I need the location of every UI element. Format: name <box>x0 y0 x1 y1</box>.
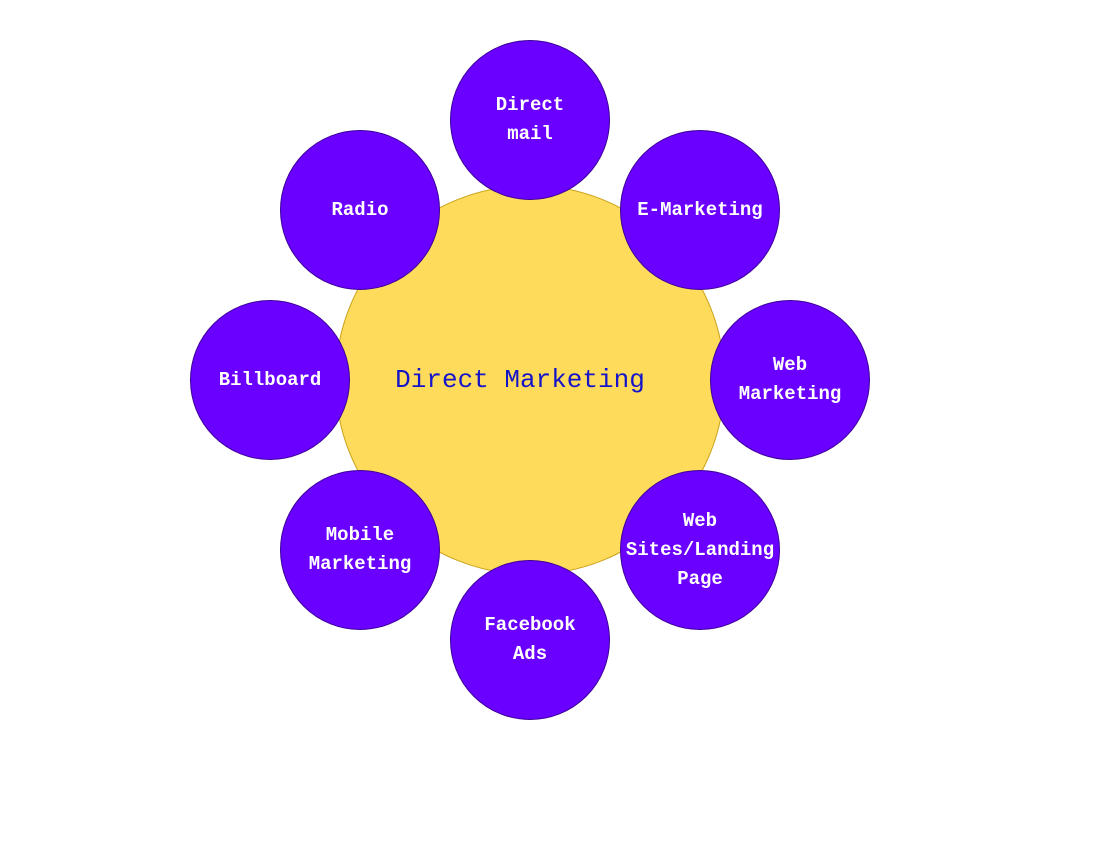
node-label-facebook-ads: Facebook Ads <box>484 614 576 665</box>
node-label-direct-mail: Direct mail <box>495 94 565 145</box>
node-label-mobile-marketing: Mobile Marketing <box>308 524 412 575</box>
node-billboard: Billboard <box>190 300 350 460</box>
node-e-marketing: E-Marketing <box>620 130 780 290</box>
node-mobile-marketing: Mobile Marketing <box>280 470 440 630</box>
center-label: Direct Marketing <box>395 365 645 395</box>
node-radio: Radio <box>280 130 440 290</box>
node-label-web-sites-landing-page: Web Sites/Landing Page <box>625 509 775 590</box>
node-label-web-marketing: Web Marketing <box>738 354 842 405</box>
node-facebook-ads: Facebook Ads <box>450 560 610 720</box>
node-label-e-marketing: E-Marketing <box>637 198 763 221</box>
node-web-sites-landing-page: Web Sites/Landing Page <box>620 470 780 630</box>
node-label-radio: Radio <box>331 198 389 221</box>
node-direct-mail: Direct mail <box>450 40 610 200</box>
node-label-billboard: Billboard <box>218 368 322 391</box>
node-web-marketing: Web Marketing <box>710 300 870 460</box>
